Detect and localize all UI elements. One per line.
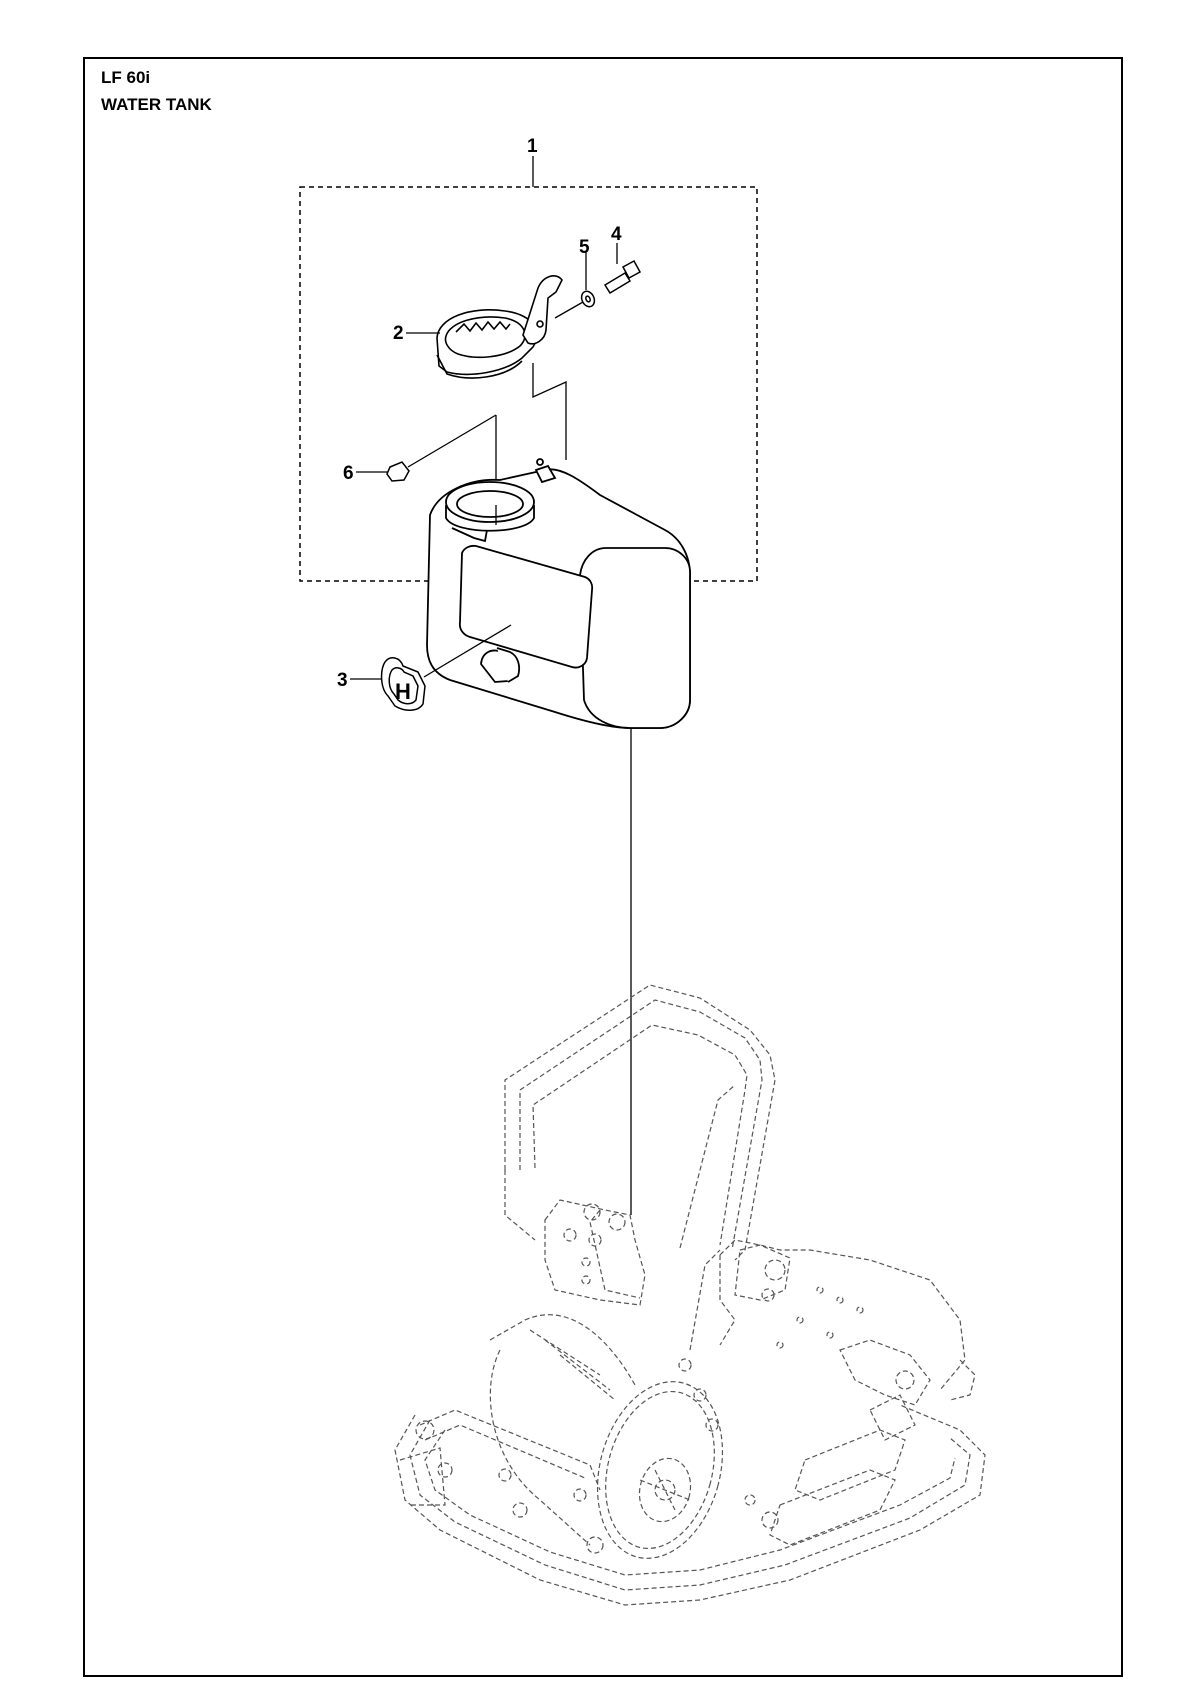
callout-3: 3 (337, 670, 348, 691)
plug-part (386, 461, 410, 482)
drawing-frame (83, 57, 1123, 1677)
model-title: LF 60i (101, 68, 151, 87)
emblem-letter: H (395, 679, 411, 704)
cap-part (436, 275, 563, 379)
washer-part (580, 290, 596, 308)
compactor-ghost-outline (394, 984, 986, 1606)
water-tank-part (426, 458, 691, 729)
callout-5: 5 (579, 237, 590, 258)
emblem-part (380, 657, 426, 711)
callout-4: 4 (611, 224, 622, 245)
callout-1: 1 (527, 136, 538, 157)
assembly-box (299, 186, 758, 582)
callout-2: 2 (393, 323, 404, 344)
callout-6: 6 (343, 463, 354, 484)
bolt-part (603, 259, 642, 295)
section-title: WATER TANK (101, 95, 212, 114)
